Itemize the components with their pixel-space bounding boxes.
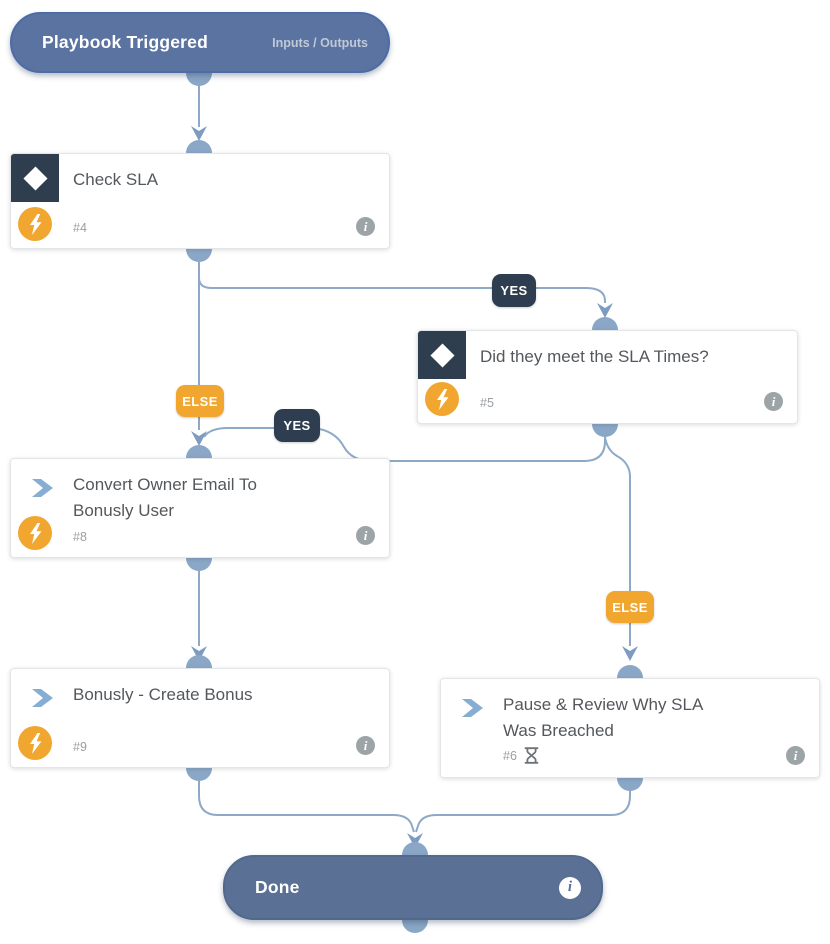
branch-label-yes: YES (274, 409, 320, 442)
task-card-meet-sla-times[interactable]: Did they meet the SLA Times? #5 i (417, 330, 798, 424)
edge-bonusly-to-done (198, 781, 415, 833)
task-number: #6 (503, 748, 517, 763)
task-card-bonusly-create-bonus[interactable]: Bonusly - Create Bonus #9 i (10, 668, 390, 768)
task-number: #5 (480, 396, 494, 410)
inputs-outputs-link[interactable]: Inputs / Outputs (272, 35, 368, 50)
task-card-check-sla[interactable]: Check SLA #4 i (10, 153, 390, 249)
task-card-convert-owner-email[interactable]: Convert Owner Email To Bonusly User #8 i (10, 458, 390, 558)
task-card-pause-review[interactable]: Pause & Review Why SLA Was Breached #6 i (440, 678, 820, 778)
playbook-triggered-node[interactable]: Playbook Triggered Inputs / Outputs (10, 12, 390, 73)
chevron-right-icon (462, 699, 483, 717)
task-number: #4 (73, 221, 87, 235)
lightning-bolt-icon (29, 522, 41, 544)
edge-pause-to-done (415, 791, 631, 833)
condition-icon-box (418, 331, 466, 379)
automation-badge (425, 382, 459, 416)
condition-icon-box (11, 154, 59, 202)
diamond-icon (429, 342, 455, 368)
info-icon[interactable]: i (786, 746, 805, 765)
info-icon[interactable]: i (764, 392, 783, 411)
branch-label-else: ELSE (606, 591, 654, 623)
diamond-icon (22, 165, 48, 191)
task-title: Bonusly - Create Bonus (73, 685, 253, 704)
info-icon[interactable]: i (356, 736, 375, 755)
hourglass-icon (524, 747, 539, 764)
task-number: #9 (73, 740, 87, 754)
lightning-bolt-icon (29, 213, 41, 235)
lightning-bolt-icon (436, 388, 448, 410)
edge-meet-yes-to-convert (203, 427, 606, 462)
task-title: Convert Owner Email To Bonusly User (73, 475, 257, 520)
automation-badge (18, 207, 52, 241)
task-title: Pause & Review Why SLA Was Breached (503, 695, 703, 740)
automation-badge (18, 516, 52, 550)
done-title: Done (255, 877, 300, 897)
chevron-right-icon (32, 689, 53, 707)
info-icon[interactable]: i (356, 217, 375, 236)
branch-label-else: ELSE (176, 385, 224, 417)
edge-check-yes-to-meet (198, 262, 606, 303)
arrowheads (191, 126, 638, 848)
chevron-right-icon (32, 479, 53, 497)
info-icon[interactable]: i (356, 526, 375, 545)
playbook-triggered-title: Playbook Triggered (42, 32, 209, 52)
task-number: #8 (73, 530, 87, 544)
automation-badge (18, 726, 52, 760)
task-title: Check SLA (73, 170, 159, 189)
lightning-bolt-icon (29, 732, 41, 754)
branch-label-yes: YES (492, 274, 536, 307)
done-node[interactable]: Done i (223, 855, 603, 920)
info-icon[interactable]: i (559, 876, 581, 899)
edge-meet-else-to-pause (604, 436, 631, 646)
task-title: Did they meet the SLA Times? (480, 347, 709, 366)
